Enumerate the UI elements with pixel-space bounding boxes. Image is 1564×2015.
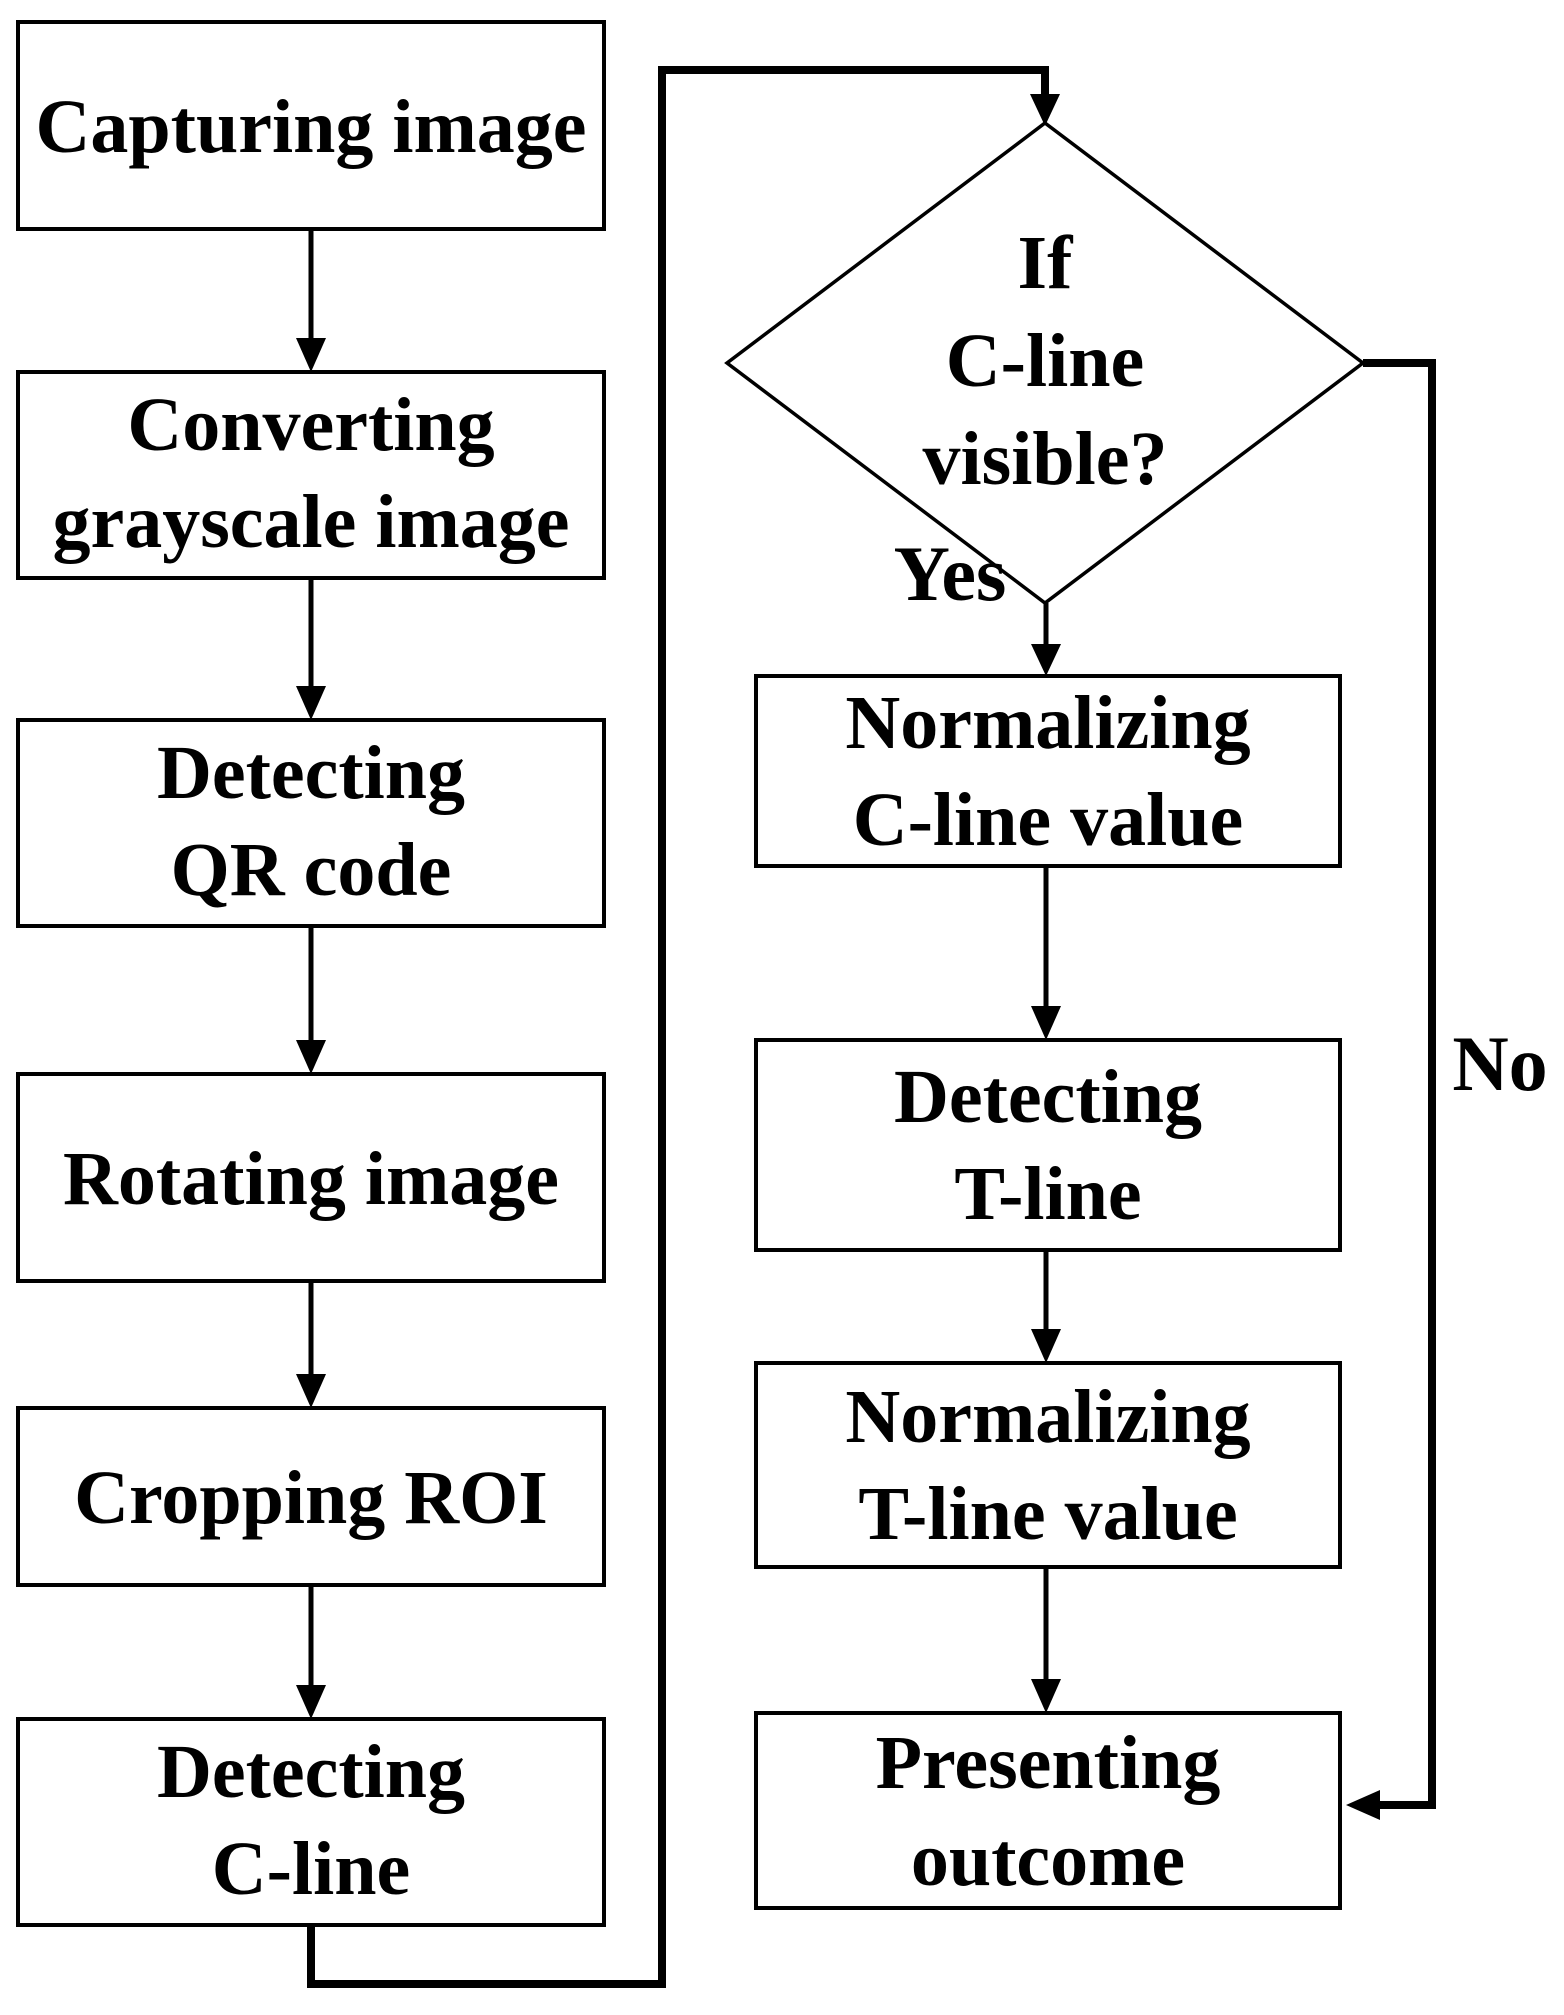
cropping-roi-label: Cropping ROI bbox=[74, 1456, 548, 1540]
decision-label-line2: C-line bbox=[946, 319, 1144, 403]
converting-grayscale-label-line1: Converting bbox=[127, 383, 494, 467]
capturing-image-box bbox=[16, 20, 606, 231]
rotating-image-box bbox=[16, 1072, 606, 1283]
normalizing-t-label-line1: Normalizing bbox=[845, 1375, 1250, 1459]
arrowhead bbox=[296, 1374, 326, 1408]
node-presenting-outcome: Presenting outcome bbox=[754, 1711, 1342, 1910]
decision-label-line1: If bbox=[1018, 221, 1075, 305]
arrow-rotating-to-cropping bbox=[296, 1281, 326, 1408]
node-rotating-image: Rotating image bbox=[16, 1072, 606, 1283]
node-converting-grayscale: Converting grayscale image bbox=[16, 370, 606, 580]
cropping-roi-box bbox=[16, 1406, 606, 1587]
detecting-qr-label-line1: Detecting bbox=[157, 731, 465, 815]
normalizing-t-label-line2: T-line value bbox=[858, 1472, 1237, 1556]
arrow-converting-to-detecting-qr bbox=[296, 578, 326, 720]
arrowhead bbox=[296, 1685, 326, 1719]
arrowhead-into-diamond bbox=[1030, 94, 1060, 126]
detecting-c-line-label-line1: Detecting bbox=[157, 1730, 465, 1814]
arrow-decision-to-normalizing-c bbox=[1031, 603, 1061, 676]
normalizing-c-label-line1: Normalizing bbox=[845, 681, 1250, 765]
no-connector-decision-to-presenting bbox=[1346, 359, 1436, 1820]
presenting-outcome-box bbox=[754, 1711, 1342, 1910]
rotating-image-label: Rotating image bbox=[63, 1137, 559, 1221]
arrowhead bbox=[296, 1040, 326, 1074]
loop-connector-path bbox=[307, 66, 1049, 1988]
arrowhead bbox=[1031, 1006, 1061, 1040]
node-capturing-image: Capturing image bbox=[16, 20, 606, 231]
arrow-detecting-t-to-normalizing-t bbox=[1031, 1250, 1061, 1363]
node-normalizing-t-line: Normalizing T-line value bbox=[754, 1361, 1342, 1569]
no-connector-path bbox=[1363, 359, 1436, 1809]
detecting-t-label-line2: T-line bbox=[954, 1152, 1141, 1236]
normalizing-c-line-box bbox=[754, 674, 1342, 868]
node-cropping-roi: Cropping ROI bbox=[16, 1406, 606, 1587]
arrowhead bbox=[1031, 644, 1061, 676]
arrow-normalizing-c-to-detecting-t bbox=[1031, 866, 1061, 1040]
arrowhead bbox=[1031, 1679, 1061, 1713]
arrowhead bbox=[296, 686, 326, 720]
arrowhead bbox=[1031, 1329, 1061, 1363]
node-normalizing-c-line: Normalizing C-line value bbox=[754, 674, 1342, 868]
arrowhead bbox=[296, 338, 326, 372]
arrowhead-into-presenting bbox=[1346, 1790, 1380, 1820]
loop-connector-cline-to-decision bbox=[307, 66, 1060, 1988]
converting-grayscale-label-line2: grayscale image bbox=[52, 480, 569, 564]
detecting-t-line-box bbox=[754, 1038, 1342, 1252]
normalizing-t-line-box bbox=[754, 1361, 1342, 1569]
detecting-c-line-label-line2: C-line bbox=[212, 1827, 410, 1911]
arrow-cropping-to-detecting-c bbox=[296, 1585, 326, 1719]
node-detecting-qr-code: Detecting QR code bbox=[16, 718, 606, 928]
detecting-t-label-line1: Detecting bbox=[894, 1055, 1202, 1139]
presenting-outcome-label-line2: outcome bbox=[911, 1818, 1185, 1902]
detecting-c-line-box bbox=[16, 1717, 606, 1927]
node-detecting-t-line: Detecting T-line bbox=[754, 1038, 1342, 1252]
node-detecting-c-line: Detecting C-line bbox=[16, 1717, 606, 1927]
detecting-qr-label-line2: QR code bbox=[171, 828, 452, 912]
node-decision-c-line-visible: If C-line visible? bbox=[724, 120, 1366, 606]
arrow-normalizing-t-to-presenting bbox=[1031, 1567, 1061, 1713]
yes-label: Yes bbox=[894, 530, 1007, 617]
no-label: No bbox=[1452, 1020, 1547, 1107]
capturing-image-label: Capturing image bbox=[36, 85, 587, 169]
presenting-outcome-label-line1: Presenting bbox=[876, 1721, 1221, 1805]
detecting-qr-code-box bbox=[16, 718, 606, 928]
arrow-detecting-qr-to-rotating bbox=[296, 926, 326, 1074]
decision-label-line3: visible? bbox=[923, 417, 1168, 501]
arrow-capturing-to-converting bbox=[296, 229, 326, 372]
normalizing-c-label-line2: C-line value bbox=[853, 778, 1244, 862]
